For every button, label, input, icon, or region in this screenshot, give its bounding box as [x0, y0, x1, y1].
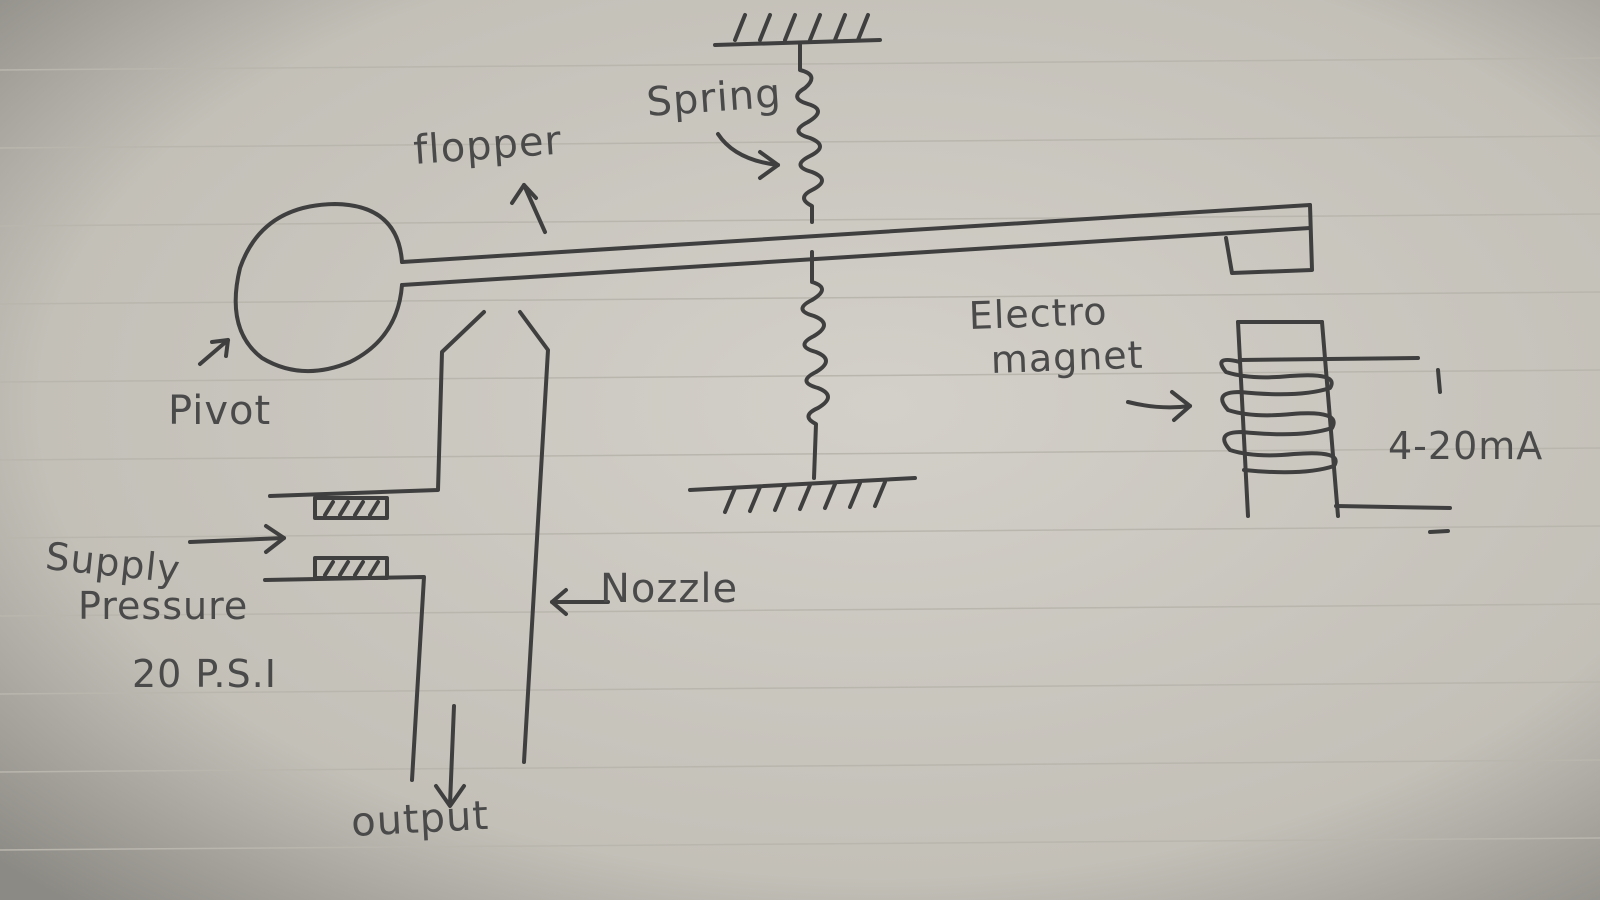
ruled-lines	[0, 57, 1600, 851]
bottom-ground-support	[688, 476, 917, 514]
current-range-label: 4-20mA	[1388, 424, 1544, 468]
output-arrow	[434, 704, 466, 808]
pivot-arrow	[198, 338, 230, 366]
electromagnet-label-1: Electro	[968, 289, 1109, 338]
lower-spring	[800, 250, 830, 480]
electromagnet-arrow	[1126, 390, 1192, 422]
upper-spring	[795, 43, 824, 224]
flapper-arm	[400, 203, 1314, 287]
output-label: output	[350, 792, 491, 846]
top-ground-support	[713, 13, 882, 47]
flopper-arrow	[510, 183, 547, 234]
nozzle-arrow	[550, 588, 610, 616]
spring-label: Spring	[645, 70, 783, 126]
pressure-label: Pressure	[78, 584, 249, 628]
supply-orifice	[313, 496, 389, 580]
pivot-label: Pivot	[168, 388, 272, 434]
supply-arrow	[188, 524, 286, 554]
psi-label: 20 P.S.I	[132, 652, 277, 696]
polarity-marks	[1428, 368, 1450, 534]
electromagnet-coil	[1219, 356, 1452, 510]
electromagnet-label-2: magnet	[990, 332, 1145, 382]
pivot-circle	[233, 202, 404, 373]
nozzle-label: Nozzle	[600, 566, 739, 612]
spring-arrow	[716, 132, 780, 180]
